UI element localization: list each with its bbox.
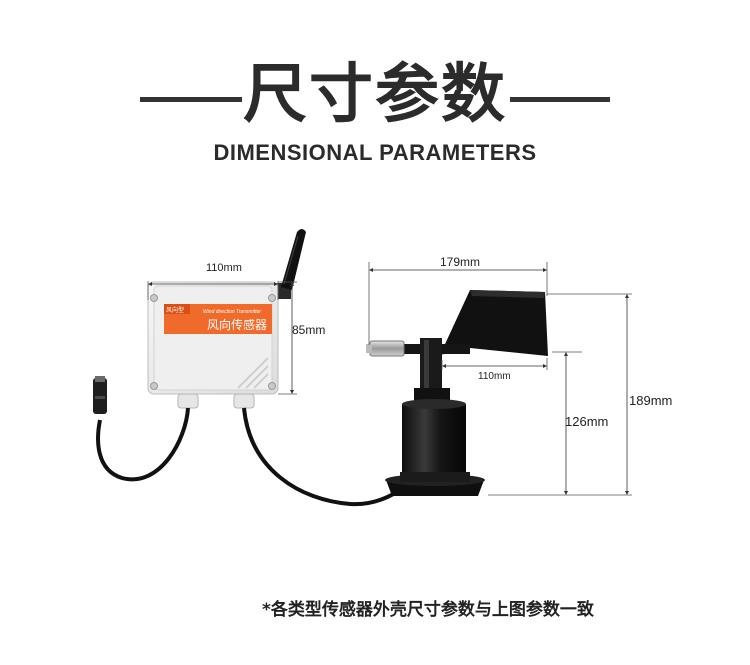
counterweight	[369, 340, 405, 357]
title-right-rule	[510, 97, 610, 102]
signal-cable	[242, 407, 412, 507]
title-row: 尺寸参数	[0, 55, 750, 132]
transmitter-width-dimension: 110mm	[147, 262, 279, 300]
cable-connector	[93, 376, 107, 414]
footnote: *各类型传感器外壳尺寸参数与上图参数一致	[262, 600, 594, 620]
vane-total-height-dimension: 189mm	[547, 293, 672, 496]
wind-vane-illustration	[366, 290, 548, 496]
vane-span-dimension: 179mm	[368, 255, 548, 345]
tail-fin	[440, 290, 548, 356]
panel-chinese-label: 风向传感器	[207, 317, 267, 332]
antenna	[277, 229, 306, 299]
enclosure-stripes	[237, 357, 269, 389]
rotor-hub	[420, 338, 442, 390]
transmitter-height-label: 85mm	[292, 323, 325, 337]
transmitter-width-label: 110mm	[206, 262, 242, 274]
transmitter-illustration: 风向型 Wind direction Transmitter 风向传感器	[93, 229, 412, 507]
title-left-rule	[140, 97, 242, 102]
vane-fin-label: 110mm	[478, 371, 511, 382]
vane-base-height-label: 126mm	[565, 414, 608, 429]
panel-english-label: Wind direction Transmitter	[203, 309, 261, 315]
vane-span-label: 179mm	[440, 255, 480, 269]
vane-fin-dimension: 110mm	[441, 358, 548, 382]
page-title: 尺寸参数	[243, 58, 507, 132]
transmitter-height-dimension: 85mm	[278, 281, 325, 395]
sensor-housing	[402, 404, 466, 478]
vane-total-height-label: 189mm	[629, 393, 672, 408]
device-label-panel: 风向型 Wind direction Transmitter 风向传感器	[164, 304, 272, 334]
vane-base-height-dimension: 126mm	[488, 351, 608, 496]
panel-small-label: 风向型	[166, 306, 184, 314]
power-cable	[96, 407, 190, 482]
page-subtitle: DIMENSIONAL PARAMETERS	[213, 140, 537, 165]
